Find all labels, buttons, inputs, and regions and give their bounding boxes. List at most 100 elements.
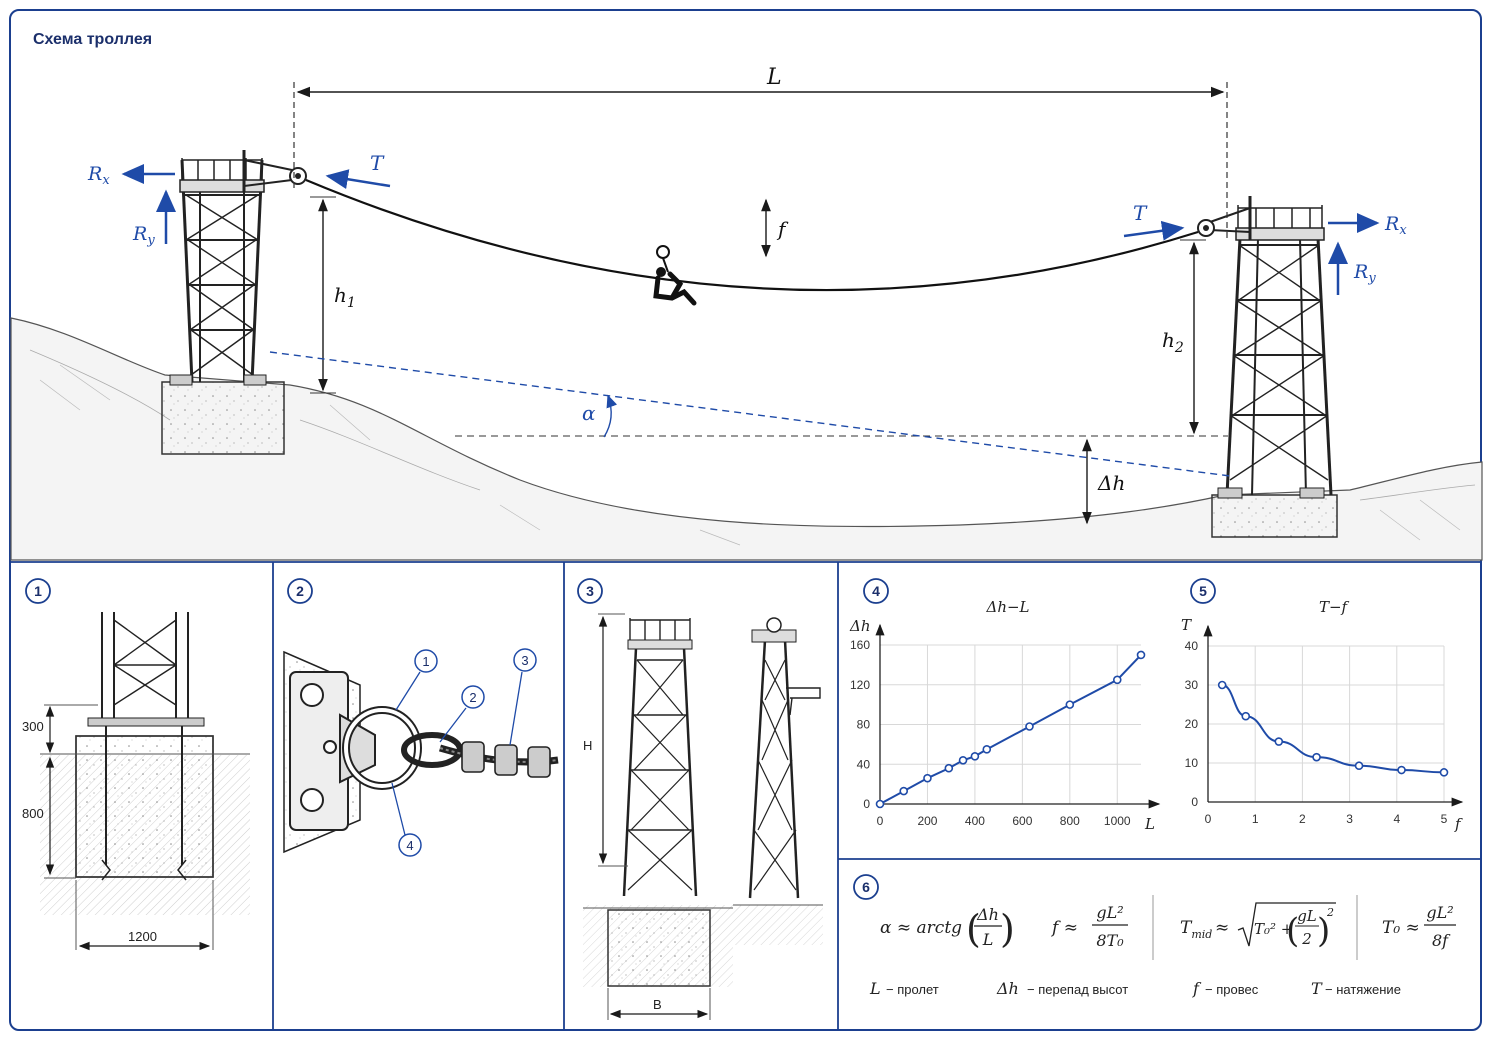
x-tick-label: 0 — [877, 814, 884, 828]
y-tick-label: 30 — [1185, 678, 1199, 692]
legend-text: − перепад высот — [1027, 982, 1128, 997]
svg-text:(: ( — [1286, 911, 1299, 951]
formula-t0sq: T₀² + — [1254, 920, 1293, 938]
legend-sym: Δh — [996, 979, 1019, 998]
y-tick-label: 0 — [1191, 795, 1198, 809]
formula-t0-den: 8f — [1432, 931, 1451, 950]
legend-text: − натяжение — [1325, 982, 1401, 997]
data-point — [1241, 711, 1251, 721]
x-axis-label: L — [1144, 815, 1155, 833]
slope-line — [269, 351, 1231, 477]
x-tick-label: 600 — [1012, 814, 1032, 828]
dim-B: B — [653, 997, 662, 1012]
formula-sag: f ≈ — [1050, 918, 1078, 938]
data-point — [1397, 765, 1406, 775]
data-point — [899, 786, 909, 796]
ry-left-label: Ry — [132, 223, 155, 248]
formula-tmid-pow: 2 — [1326, 906, 1334, 919]
legend-text: − пролет — [886, 982, 939, 997]
tension-right-label: T — [1133, 201, 1148, 225]
right-tower — [1197, 196, 1338, 538]
dim-300: 300 — [22, 719, 44, 734]
formula-tmid: Tmid — [1180, 918, 1212, 941]
legend-sym: f — [1192, 979, 1202, 998]
formula-sag-num: gL² — [1096, 903, 1123, 922]
h1-dimension — [310, 196, 336, 394]
y-tick-label: 80 — [857, 718, 871, 732]
left-tower — [161, 150, 307, 455]
data-point — [1136, 650, 1146, 660]
tension-left-label: T — [370, 151, 385, 175]
y-tick-label: 40 — [857, 757, 871, 771]
rx-right-label: Rx — [1384, 213, 1407, 238]
data-point — [1439, 768, 1449, 777]
x-tick-label: 4 — [1393, 812, 1400, 826]
legend-sym: L — [869, 979, 881, 998]
data-point — [1354, 761, 1364, 771]
y-axis-label: T — [1181, 616, 1192, 634]
y-tick-label: 40 — [1185, 639, 1199, 653]
y-tick-label: 20 — [1185, 717, 1199, 731]
panel-dividers — [10, 561, 1481, 1030]
data-point — [923, 773, 932, 783]
dim-1200: 1200 — [128, 929, 157, 944]
x-tick-label: 400 — [965, 814, 985, 828]
panel-number: 1 — [34, 583, 42, 599]
panel-number: 5 — [1199, 583, 1207, 599]
formula-tmid-den: 2 — [1301, 930, 1312, 948]
data-point — [1312, 752, 1321, 762]
formula-tmid-num: gL — [1297, 907, 1317, 925]
rx-left-label: Rx — [87, 163, 110, 188]
formula-approx: ≈ — [1215, 918, 1229, 938]
data-point — [958, 755, 968, 765]
x-axis-label: f — [1454, 815, 1463, 833]
page-title: Схема троллея — [33, 31, 152, 48]
panel-numbers: 1 2 3 4 5 6 — [25, 578, 1216, 900]
sag-label: f — [776, 217, 789, 241]
x-tick-label: 5 — [1441, 812, 1448, 826]
h2-dimension — [1180, 239, 1206, 435]
data-point — [1025, 722, 1034, 731]
svg-text:): ) — [1000, 907, 1015, 951]
legend-text: − провес — [1205, 982, 1259, 997]
data-point — [944, 763, 954, 773]
x-tick-label: 200 — [917, 814, 937, 828]
data-point — [1274, 737, 1284, 746]
panel-number: 3 — [586, 583, 594, 599]
span-dimension — [293, 82, 1228, 240]
svg-text:): ) — [1317, 911, 1330, 951]
x-tick-label: 800 — [1060, 814, 1080, 828]
span-label: L — [766, 65, 782, 90]
y-tick-label: 10 — [1185, 756, 1199, 770]
formula-t0: T₀ ≈ — [1382, 918, 1420, 938]
y-axis-label: Δh — [849, 617, 871, 635]
y-tick-label: 120 — [850, 678, 870, 692]
force-arrows — [121, 164, 1380, 295]
angle-arc — [603, 394, 618, 438]
formulas: α ≈ arctg ( Δh L ) f ≈ gL² 8T₀ Tmid ≈ T₀… — [880, 895, 1456, 960]
legend: L − пролет Δh − перепад высот f − провес… — [869, 979, 1401, 998]
formula-sag-den: 8T₀ — [1096, 931, 1124, 950]
cable — [305, 178, 1199, 292]
legend-sym: T — [1311, 979, 1323, 998]
h2-label: h2 — [1162, 328, 1184, 356]
series-line — [879, 654, 1142, 805]
data-point — [982, 745, 992, 754]
anchor-detail: 1 2 3 4 — [283, 648, 559, 857]
formula-alpha-num: Δh — [976, 905, 999, 924]
data-point — [970, 751, 980, 761]
x-tick-label: 1 — [1252, 812, 1259, 826]
panel-number: 2 — [296, 583, 304, 599]
svg-text:(: ( — [966, 907, 981, 951]
panel-number: 4 — [872, 583, 880, 599]
ry-right-label: Ry — [1353, 261, 1376, 286]
data-point — [1065, 700, 1075, 709]
formula-alpha: α ≈ arctg — [880, 918, 962, 938]
y-tick-label: 160 — [850, 638, 870, 652]
foundation-detail — [40, 612, 250, 951]
dim-800: 800 — [22, 806, 44, 821]
formula-alpha-den: L — [982, 930, 994, 949]
